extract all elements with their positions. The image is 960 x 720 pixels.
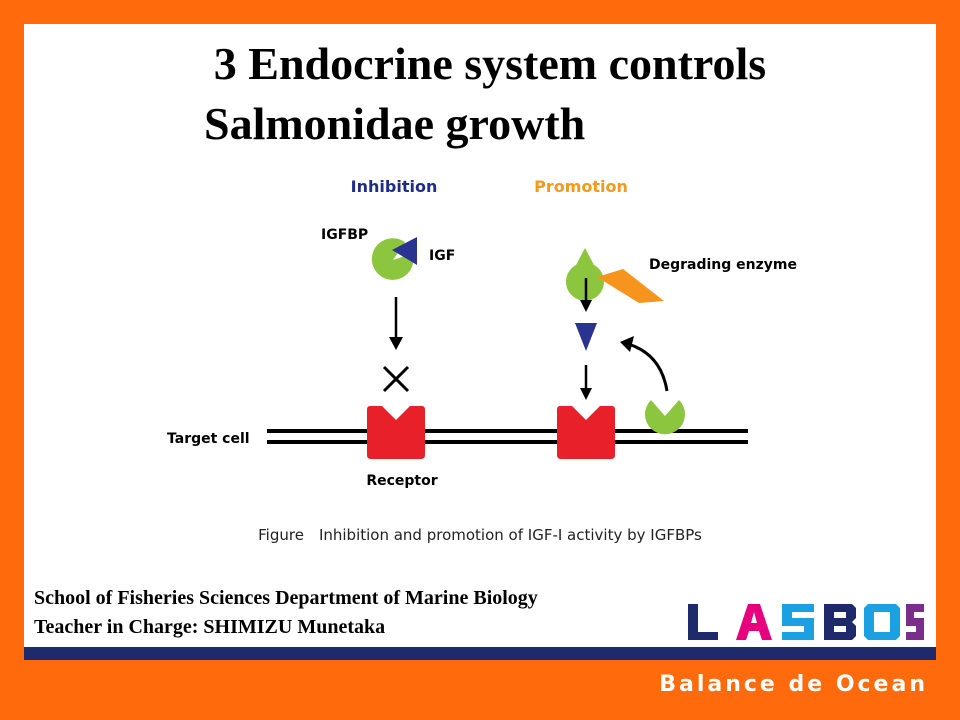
inhibition-label: Inhibition [351,177,438,196]
promotion-arrowhead-1 [580,300,592,312]
receptor-label: Receptor [366,473,437,489]
recycle-arrowhead [620,336,634,352]
school-name: School of Fisheries Sciences Department … [34,587,538,609]
promotion-label: Promotion [534,177,628,196]
igf-label: IGF [429,248,455,264]
lasbos-logo [688,604,924,640]
title-line-2: Salmonidae growth [204,98,586,149]
block-x-icon [382,365,410,393]
degrading-enzyme-icon [597,269,664,303]
title-line-1: 3 Endocrine system controls [213,38,767,89]
degrading-enzyme-label: Degrading enzyme [649,257,797,273]
igfbp-promotion-pacman-icon [566,248,604,301]
target-cell-membrane [267,429,748,444]
receptor-inhibition-icon [367,406,425,459]
igfbp-pacman-icon [371,238,414,280]
target-cell-label: Target cell [167,431,250,447]
footer-bar [24,647,936,660]
tagline: Balance de Ocean [659,672,928,697]
receptor-promotion-icon [557,406,615,459]
figure-caption: Figure Inhibition and promotion of IGF-I… [258,526,702,544]
igf-diagram: Inhibition Promotion IGFBP IGF Target ce… [167,177,797,489]
igfbp-recycled-pacman-icon [645,400,685,435]
free-igf-triangle-icon [575,323,597,351]
igfbp-label: IGFBP [321,227,368,243]
recycle-curved-arrow [627,342,669,392]
promotion-arrowhead-2 [580,388,592,400]
slide: 3 Endocrine system controls Salmonidae g… [24,24,936,660]
inhibition-arrowhead [389,337,403,350]
teacher-name: Teacher in Charge: SHIMIZU Munetaka [34,616,386,638]
igf-triangle-icon [392,237,417,265]
